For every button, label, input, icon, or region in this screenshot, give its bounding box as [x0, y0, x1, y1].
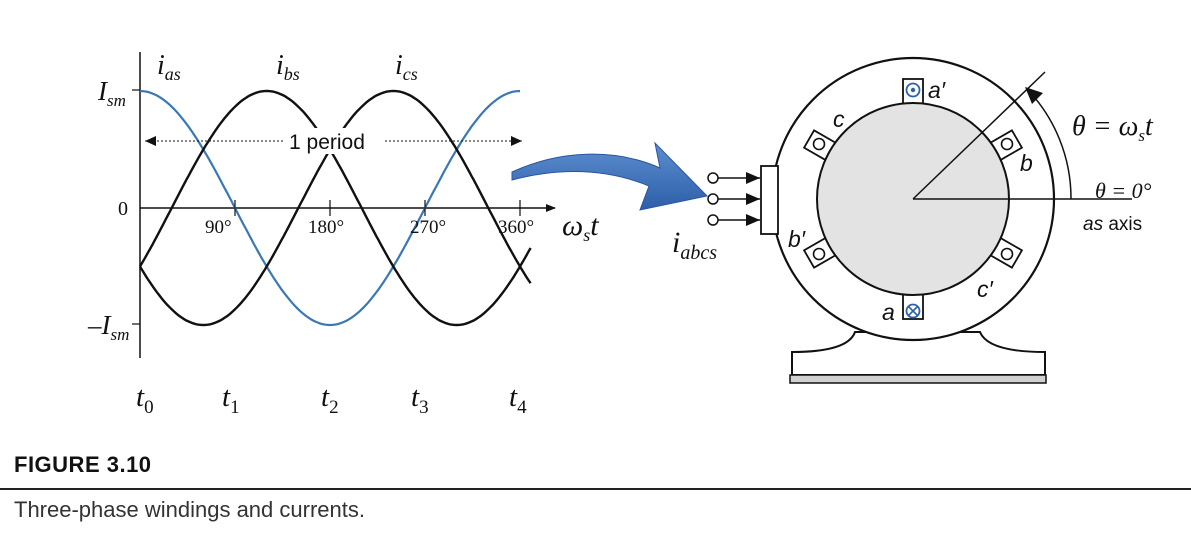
conductor-circles — [812, 137, 1014, 261]
waveform-plot: 90° 180° 270° 360° 1 period ias ibs ics … — [87, 50, 599, 418]
slot-label-c: c — [833, 106, 845, 132]
slot-label-a: a — [882, 299, 895, 325]
rotating-axis-line — [912, 71, 1046, 200]
axis-variable-label: ωst — [562, 209, 599, 245]
tick-label-360: 360° — [498, 217, 534, 238]
period-arrowhead-right — [511, 136, 522, 146]
time-label-t4: t4 — [509, 381, 527, 418]
theta-label: θ = ωst — [1072, 111, 1154, 145]
slot-label-b: b — [1020, 150, 1033, 176]
theta-zero-label: θ = 0° — [1095, 178, 1152, 203]
ics-label: ics — [395, 50, 418, 84]
ism-neg-label: –Ism — [87, 310, 129, 344]
ism-pos-label: Ism — [97, 76, 126, 110]
ias-label: ias — [157, 50, 181, 84]
machine-drawing: a′ b c′ a b′ c θ = ωst θ = 0° as axis ia… — [672, 56, 1154, 384]
as-axis-label: as axis — [1083, 214, 1142, 235]
theta-arc-arrowhead — [1025, 87, 1043, 104]
ibs-label: ibs — [276, 50, 300, 84]
figure-canvas: 90° 180° 270° 360° 1 period ias ibs ics … — [87, 50, 1154, 418]
caption-divider — [0, 488, 1191, 490]
big-blue-arrow — [511, 141, 708, 211]
ibs-curve — [138, 89, 532, 327]
period-arrowhead-left — [145, 136, 156, 146]
slot-label-b-prime: b′ — [788, 226, 806, 252]
time-label-t2: t2 — [321, 381, 339, 418]
terminal-leads — [707, 172, 760, 226]
time-label-t0: t0 — [136, 381, 154, 418]
terminal-box — [760, 165, 779, 235]
slot-label-c-prime: c′ — [977, 276, 994, 302]
conductor-a-prime — [905, 82, 921, 98]
figure-caption-text: Three-phase windings and currents. — [14, 497, 365, 522]
conductor-a — [905, 303, 921, 319]
tick-label-270: 270° — [410, 217, 446, 238]
tick-label-90: 90° — [205, 217, 232, 238]
zero-label: 0 — [118, 198, 128, 220]
time-label-t3: t3 — [411, 381, 429, 418]
iabcs-label: iabcs — [672, 226, 717, 264]
figure-caption-title: FIGURE 3.10 — [14, 452, 152, 477]
tick-label-180: 180° — [308, 217, 344, 238]
period-label-bg — [284, 128, 384, 154]
machine-base-plate — [789, 374, 1047, 384]
slot-label-a-prime: a′ — [928, 77, 946, 103]
degree-ticks — [234, 200, 521, 216]
period-label: 1 period — [289, 131, 365, 154]
time-label-t1: t1 — [222, 381, 240, 418]
